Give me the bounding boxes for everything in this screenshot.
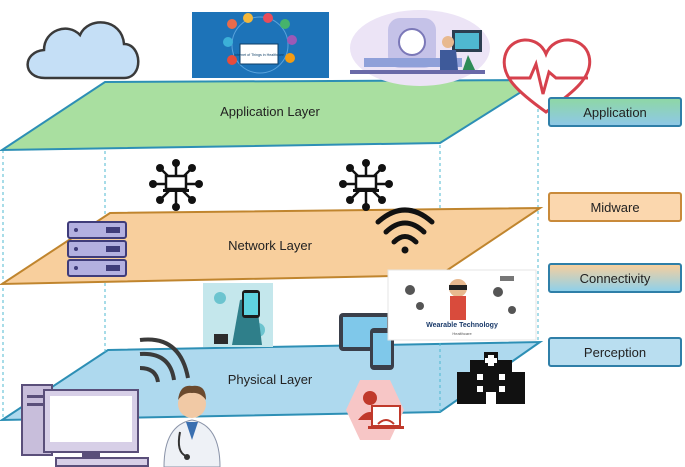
heart-pulse-icon <box>502 38 592 114</box>
network-layer-label: Network Layer <box>228 238 312 253</box>
server-icon <box>67 221 127 277</box>
physical-layer-label: Physical Layer <box>228 372 313 387</box>
application-label: Application <box>548 97 682 127</box>
iot-healthcare-image: Internet of Things in Healthcare <box>192 12 329 78</box>
doctor-icon <box>163 385 221 467</box>
wearable-title: Wearable Technology <box>426 322 498 329</box>
network-hub-icon <box>149 159 203 211</box>
cloud-icon <box>26 21 140 80</box>
hospital-icon <box>457 352 525 404</box>
smartwatch-image <box>203 283 273 347</box>
healthcare-image-title: Internet of Things in Healthcare <box>234 53 284 57</box>
connectivity-label: Connectivity <box>548 263 682 293</box>
desktop-icon <box>21 384 149 467</box>
wearable-technology-image: Wearable Technology Healthcare <box>387 269 537 341</box>
wifi-icon <box>375 207 435 254</box>
perception-label: Perception <box>548 337 682 367</box>
wifi-signal-icon <box>139 337 190 383</box>
wearable-subtitle: Healthcare <box>452 331 472 336</box>
midware-label: Midware <box>548 192 682 222</box>
application-layer-label: Application Layer <box>220 104 320 119</box>
network-hub-icon <box>339 159 393 211</box>
remote-monitor-icon <box>346 380 404 440</box>
mri-scanner-illustration <box>350 10 490 86</box>
